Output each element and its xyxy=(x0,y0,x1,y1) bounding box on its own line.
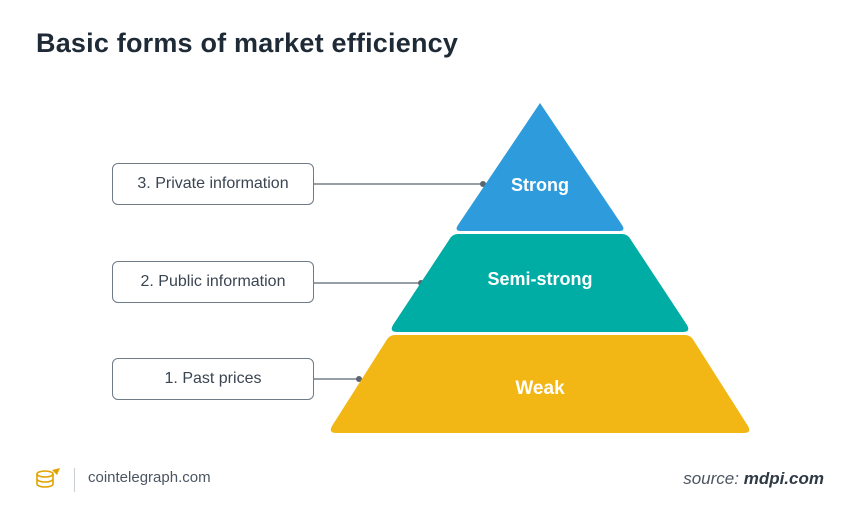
level-name-semi-strong: Semi-strong xyxy=(487,269,592,289)
footer-divider xyxy=(74,468,75,492)
level-name-strong: Strong xyxy=(511,175,569,195)
pyramid-level-weak xyxy=(330,335,750,433)
label-private-information: 3. Private information xyxy=(112,163,314,205)
label-past-prices: 1. Past prices xyxy=(112,358,314,400)
footer-source: source: mdpi.com xyxy=(683,469,824,489)
connector-dot-weak xyxy=(356,376,362,382)
connector-dot-strong xyxy=(480,181,486,187)
level-name-weak: Weak xyxy=(515,378,565,399)
label-public-information: 2. Public information xyxy=(112,261,314,303)
cointelegraph-logo-icon xyxy=(36,468,60,488)
pyramid-level-strong xyxy=(456,103,624,231)
page-title: Basic forms of market efficiency xyxy=(36,28,459,58)
footer-site: cointelegraph.com xyxy=(88,469,211,486)
source-name: mdpi.com xyxy=(743,469,824,488)
pyramid-level-semi-strong xyxy=(391,234,689,332)
source-prefix: source: xyxy=(683,469,739,488)
